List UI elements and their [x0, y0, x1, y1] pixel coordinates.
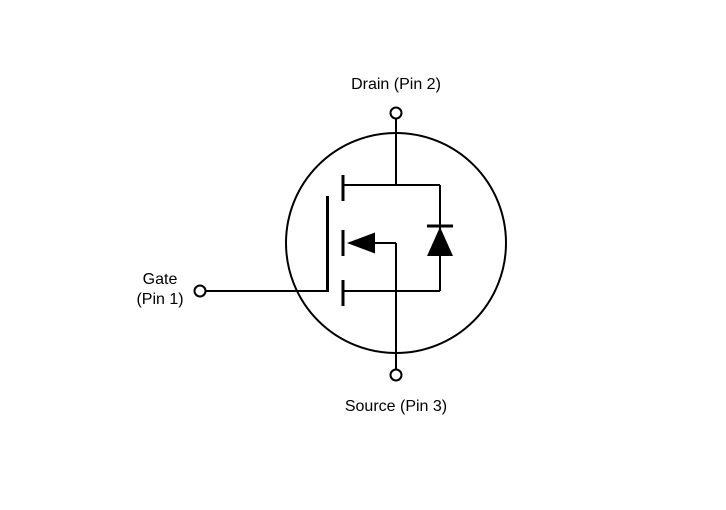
drain-label: Drain (Pin 2): [351, 76, 441, 93]
source-label: Source (Pin 3): [345, 398, 447, 415]
gate-label-line2: (Pin 1): [136, 291, 183, 308]
gate-label-line1: Gate: [143, 271, 178, 288]
body-arrow-icon: [347, 232, 375, 254]
plates-group: [326, 175, 453, 306]
source-terminal: [389, 368, 403, 382]
body-diode-triangle: [427, 227, 453, 256]
labels-group: Drain (Pin 2) Gate (Pin 1) Source (Pin 3…: [136, 76, 447, 415]
gate-terminal: [193, 284, 207, 298]
drain-terminal: [389, 106, 403, 120]
filled-shapes-group: [347, 227, 453, 256]
terminals-group: [193, 106, 403, 382]
